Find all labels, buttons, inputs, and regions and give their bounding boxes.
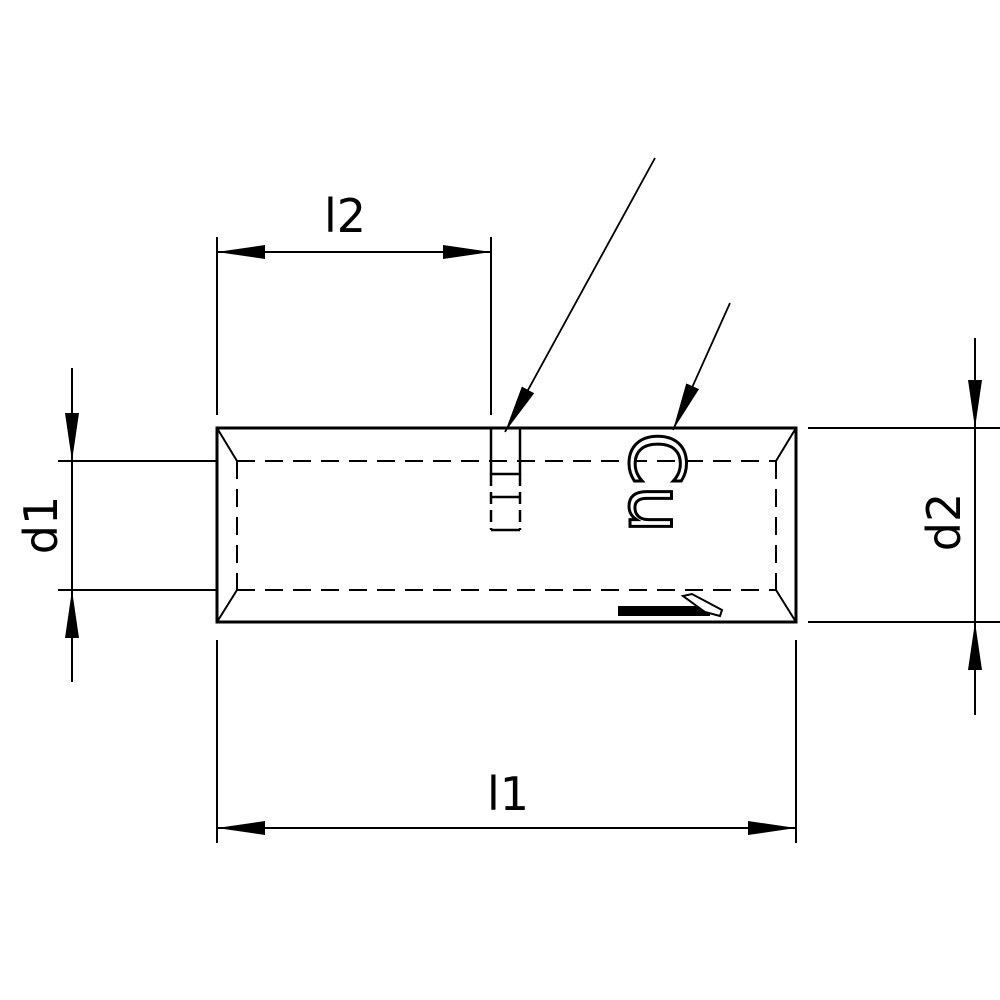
leader-marking [672,302,731,431]
inspection-slot [489,428,522,532]
leader-slot [504,157,656,433]
dimension-d1 [58,368,217,682]
label-l2: l2 [324,189,366,243]
dimension-l1 [216,640,797,843]
label-d1: d1 [14,496,68,554]
label-l1: l1 [487,767,529,821]
inner-bore [216,427,797,623]
dimension-d2 [808,338,1000,715]
label-d2: d2 [917,493,971,551]
crimp-mark [618,592,724,618]
material-marking-cu: Cu [612,432,701,533]
connector-body [215,426,798,624]
dimension-l2 [216,237,492,415]
